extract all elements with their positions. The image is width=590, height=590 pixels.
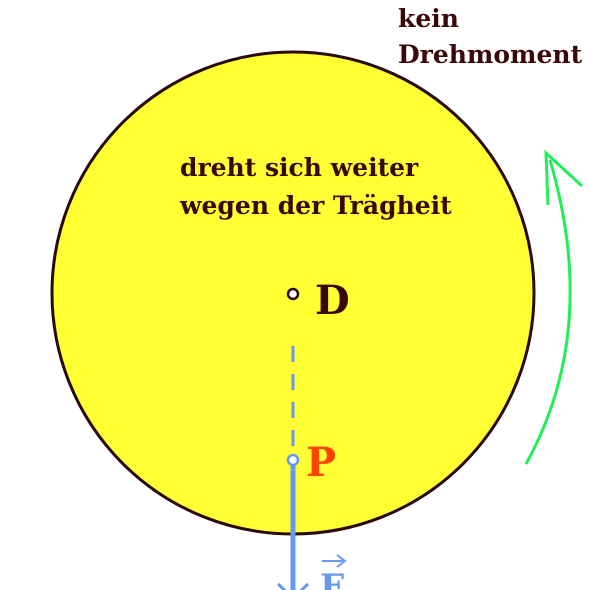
inertia-label-line2: wegen der Trägheit bbox=[179, 191, 452, 220]
force-arrowhead bbox=[276, 582, 310, 590]
application-point bbox=[286, 453, 300, 467]
inertia-label-line1: dreht sich weiter bbox=[180, 153, 419, 182]
point-label: P bbox=[306, 439, 336, 486]
torque-label-line1: kein bbox=[398, 4, 459, 33]
pivot-label: D bbox=[315, 277, 350, 324]
force-vector-arrow-symbol bbox=[322, 554, 347, 568]
torque-label-line2: Drehmoment bbox=[398, 40, 583, 69]
rotation-arrow bbox=[524, 159, 572, 465]
pivot-point bbox=[286, 287, 300, 301]
rotation-arrowhead bbox=[544, 149, 584, 206]
force-label: F bbox=[320, 567, 344, 590]
